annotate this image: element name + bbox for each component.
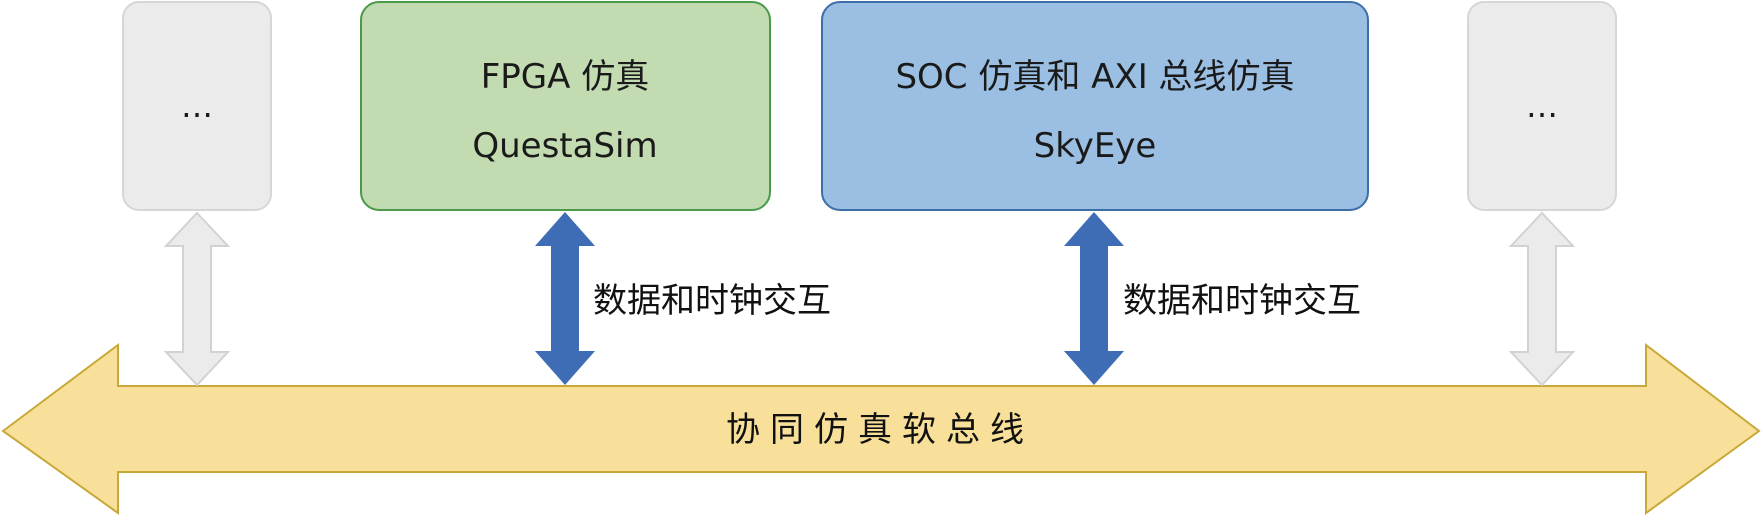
fpga-title: FPGA 仿真 bbox=[481, 57, 649, 97]
left-placeholder-box bbox=[122, 1, 272, 211]
fpga-exchange-label: 数据和时钟交互 bbox=[593, 281, 831, 321]
right-placeholder-arrow bbox=[1508, 211, 1576, 387]
fpga-exchange-arrow bbox=[535, 212, 595, 385]
right-placeholder-ellipsis: … bbox=[1526, 87, 1558, 125]
fpga-simulation-box bbox=[360, 1, 771, 211]
soc-exchange-label: 数据和时钟交互 bbox=[1123, 281, 1361, 321]
fpga-tool-name: QuestaSim bbox=[472, 126, 657, 166]
left-placeholder-arrow bbox=[163, 211, 231, 387]
co-simulation-bus-arrow bbox=[1, 342, 1761, 515]
soc-tool-name: SkyEye bbox=[1034, 126, 1157, 166]
bus-label: 协同仿真软总线 bbox=[726, 410, 1034, 450]
soc-title: SOC 仿真和 AXI 总线仿真 bbox=[895, 57, 1294, 97]
soc-exchange-arrow bbox=[1064, 212, 1124, 385]
left-placeholder-ellipsis: … bbox=[181, 87, 213, 125]
right-placeholder-box bbox=[1467, 1, 1617, 211]
soc-simulation-box bbox=[821, 1, 1369, 211]
